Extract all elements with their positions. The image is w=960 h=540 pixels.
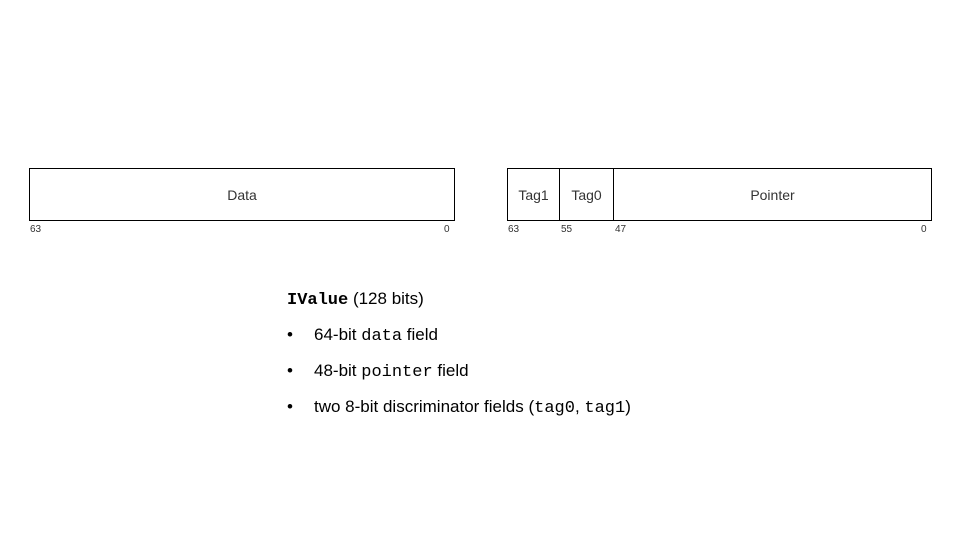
data-bit-63-label: 63	[30, 224, 42, 235]
bullet-text: field	[432, 361, 469, 380]
bullet-code: tag1	[584, 399, 626, 418]
pointer-field-label: Pointer	[750, 186, 795, 203]
pointer-bit-63-label: 63	[508, 224, 520, 235]
bullet-text: )	[625, 397, 631, 416]
ivalue-title: IValue (128 bits)	[287, 287, 787, 311]
bullet-icon: •	[287, 397, 293, 416]
data-bit-0-label: 0	[444, 224, 450, 235]
ivalue-description: IValue (128 bits) • 64-bit data field • …	[287, 287, 787, 419]
ivalue-size-text: (128 bits)	[348, 289, 424, 308]
bullet-icon: •	[287, 325, 293, 344]
bullet-code: data	[361, 327, 403, 346]
list-item: • 48-bit pointer field	[287, 359, 787, 383]
pointer-bit-55-label: 55	[561, 224, 573, 235]
pointer-bit-47-label: 47	[615, 224, 627, 235]
tag0-field-label: Tag0	[560, 169, 614, 220]
pointer-bit-0-label: 0	[921, 224, 927, 235]
tag1-field-label: Tag1	[508, 169, 560, 220]
bullet-code: tag0	[534, 399, 575, 418]
list-item: • two 8-bit discriminator fields (tag0, …	[287, 395, 787, 419]
bullet-code: pointer	[361, 363, 433, 382]
ivalue-type-name: IValue	[287, 291, 349, 310]
data-register-box: Data	[29, 168, 455, 221]
bullet-text: ,	[574, 397, 585, 416]
bullet-text: 48-bit	[314, 361, 362, 380]
bullet-text: field	[402, 325, 438, 344]
pointer-register-box: Tag1 Tag0 Pointer	[507, 168, 932, 221]
bullet-text: two 8-bit discriminator fields (	[314, 397, 535, 416]
data-field-label: Data	[227, 186, 257, 203]
list-item: • 64-bit data field	[287, 323, 787, 347]
bullet-text: 64-bit	[314, 325, 362, 344]
bullet-icon: •	[287, 361, 293, 380]
